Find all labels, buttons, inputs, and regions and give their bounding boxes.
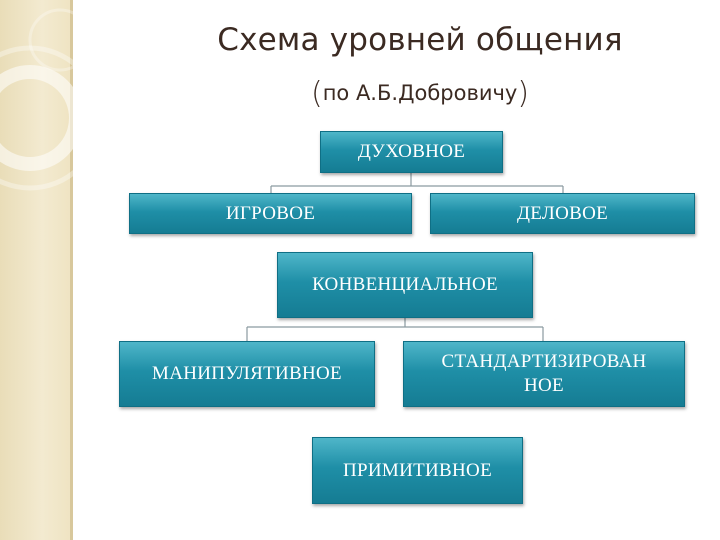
- node-playful: ИГРОВОЕ: [129, 193, 412, 234]
- decorative-rings: [0, 8, 103, 191]
- node-standardized: СТАНДАРТИЗИРОВАН НОЕ: [403, 341, 685, 407]
- subtitle-close-paren: ): [517, 76, 530, 111]
- decorative-side-edge: [70, 0, 73, 540]
- node-business: ДЕЛОВОЕ: [430, 193, 695, 234]
- subtitle-text: по А.Б.Добровичу: [322, 81, 518, 105]
- node-primitive: ПРИМИТИВНОЕ: [312, 437, 523, 504]
- node-manipulative: МАНИПУЛЯТИВНОЕ: [119, 341, 375, 407]
- slide-subtitle: (по А.Б.Добровичу): [120, 76, 720, 111]
- slide-title: Схема уровней общения: [217, 22, 623, 58]
- node-spiritual: ДУХОВНОЕ: [320, 131, 503, 173]
- subtitle-open-paren: (: [310, 76, 323, 111]
- node-conventional: КОНВЕНЦИАЛЬНОЕ: [277, 252, 533, 318]
